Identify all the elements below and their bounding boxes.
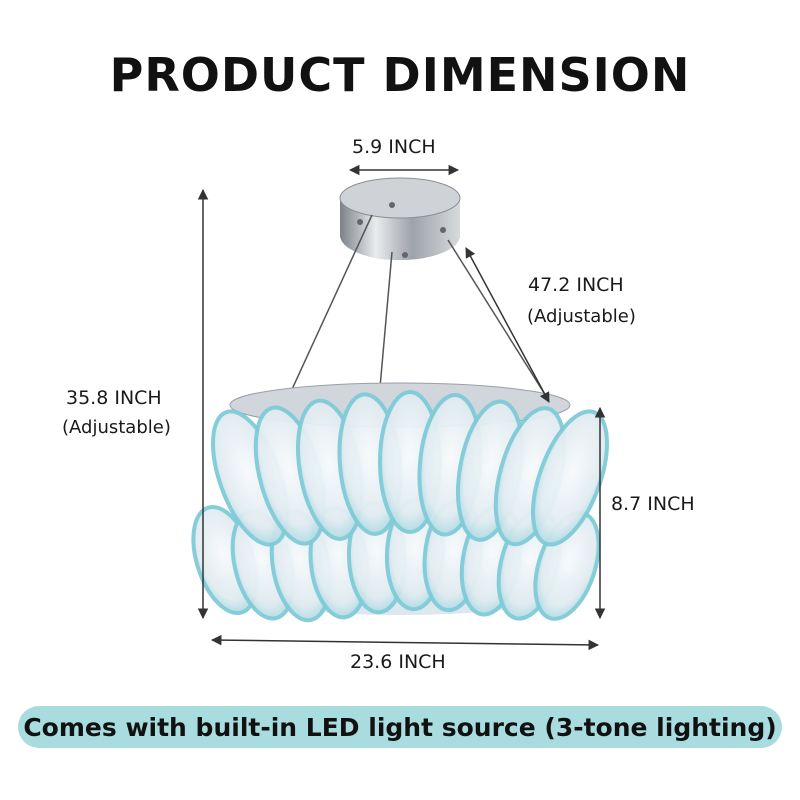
feature-banner: Comes with built-in LED light source (3-… <box>18 706 782 748</box>
cable-length-line <box>465 247 550 403</box>
shade-height-label: 8.7 INCH <box>611 493 695 515</box>
total-height-note: (Adjustable) <box>62 417 171 438</box>
total-height-label: 35.8 INCH <box>66 387 162 409</box>
cable-length-label: 47.2 INCH <box>528 274 624 296</box>
shade-width-line <box>210 634 600 651</box>
shade-width-label: 23.6 INCH <box>350 651 446 673</box>
upper-tier-leaves <box>211 382 609 547</box>
page-title: PRODUCT DIMENSION <box>109 48 691 102</box>
canopy <box>339 177 461 260</box>
canopy-width-label: 5.9 INCH <box>352 136 436 158</box>
cable-length-note: (Adjustable) <box>527 306 636 327</box>
